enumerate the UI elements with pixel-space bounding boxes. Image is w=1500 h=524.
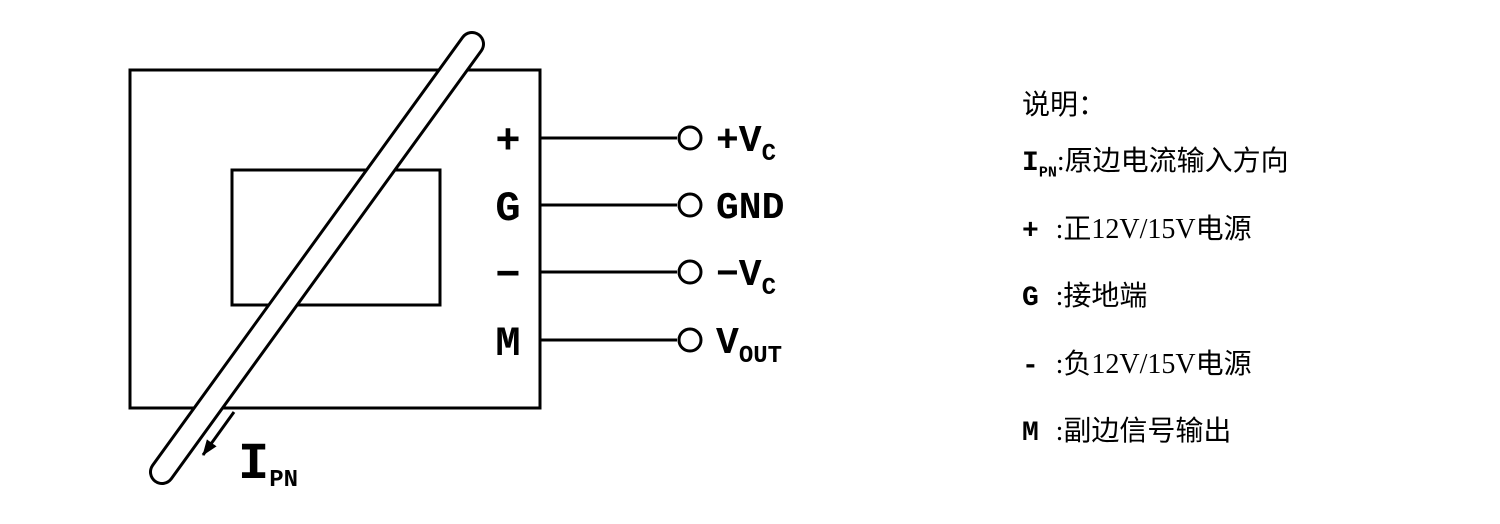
legend: 说明： IPN:原边电流输入方向 + :正12V/15V电源 G :接地端 - …: [1022, 78, 1289, 472]
pin-label-g: G: [495, 185, 520, 233]
sensor-aperture-outline: [230, 168, 442, 307]
terminal-label-vout: VOUT: [716, 322, 782, 370]
terminal-circle-plus: [677, 125, 703, 151]
pin-label-minus: −: [495, 252, 520, 300]
legend-item-ipn: IPN:原边电流输入方向: [1022, 146, 1289, 182]
legend-item-g: G :接地端: [1022, 281, 1148, 315]
pin-label-plus: +: [495, 118, 520, 166]
legend-title: 说明：: [1022, 90, 1107, 121]
terminal-circle-gnd: [677, 192, 703, 218]
terminal-circle-minus: [677, 259, 703, 285]
legend-item-m: M :副边信号输出: [1022, 416, 1232, 450]
primary-conductor-fill: [152, 34, 482, 482]
sensor-body-outline: [128, 68, 542, 410]
terminal-label-minus-vc: −VC: [716, 254, 776, 302]
terminal-circle-vout: [677, 327, 703, 353]
legend-item-minus: - :负12V/15V电源: [1022, 348, 1252, 382]
current-direction-arrow: [201, 411, 236, 456]
terminal-label-gnd: GND: [716, 187, 784, 230]
current-label-ipn: IPN: [238, 435, 298, 494]
terminal-label-plus-vc: +VC: [716, 120, 776, 168]
legend-item-plus: + :正12V/15V电源: [1022, 213, 1252, 247]
pin-label-m: M: [495, 320, 520, 368]
